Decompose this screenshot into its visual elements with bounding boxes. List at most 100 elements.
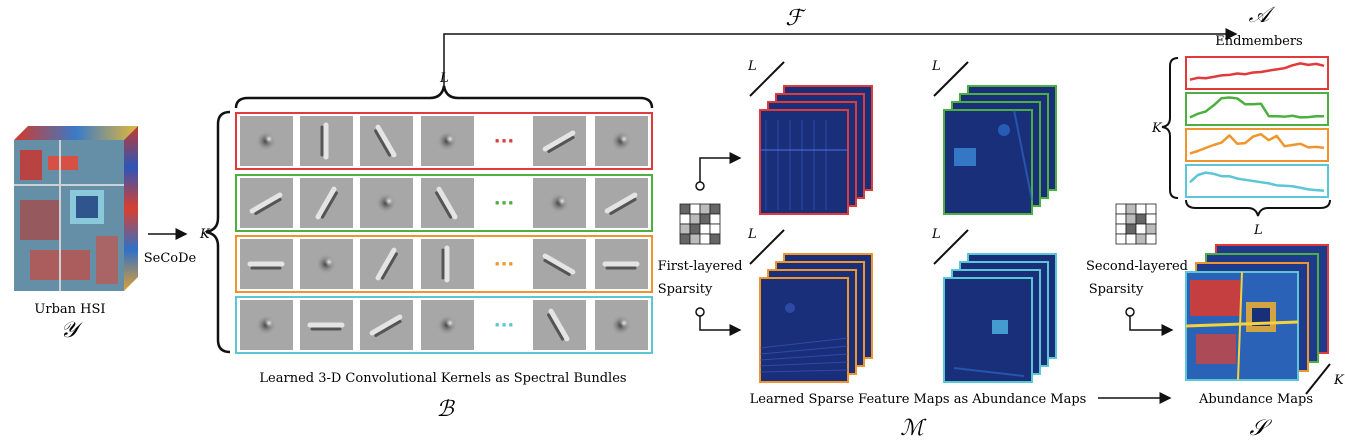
second-branch-arrow bbox=[1129, 316, 1174, 336]
kernel-cell bbox=[240, 178, 293, 228]
feature-map-stack: L bbox=[931, 227, 1057, 383]
branch-arrow-top bbox=[699, 152, 742, 182]
sparsity-cell bbox=[1135, 233, 1147, 245]
kernels-top-brace bbox=[234, 85, 654, 109]
sparsity-cell bbox=[699, 203, 711, 215]
sparsity-cell bbox=[699, 233, 711, 245]
sparsity-cell bbox=[709, 203, 721, 215]
endmember-curves bbox=[1185, 56, 1329, 198]
endmembers-L-label: L bbox=[1253, 223, 1263, 238]
sparsity-cell bbox=[1135, 223, 1147, 235]
kernel-row: ··· bbox=[235, 112, 653, 170]
sparsity-cell bbox=[1125, 203, 1137, 215]
kernel-cell bbox=[300, 116, 353, 166]
sparsity-cell bbox=[699, 223, 711, 235]
sparsity-cell bbox=[1125, 213, 1137, 225]
kernels-caption: Learned 3-D Convolutional Kernels as Spe… bbox=[259, 371, 626, 386]
kernel-cell bbox=[360, 116, 413, 166]
stack-depth-tick bbox=[749, 61, 785, 97]
kernels-symbol: ℬ bbox=[436, 397, 455, 422]
abundance-caption: Abundance Maps bbox=[1198, 392, 1313, 407]
kernel-cell bbox=[240, 300, 293, 350]
endmember-curve bbox=[1185, 56, 1329, 90]
sparsity-cell bbox=[1115, 223, 1127, 235]
sparsity-cell bbox=[1135, 203, 1147, 215]
second-sparsity-label-line2: Sparsity bbox=[1089, 282, 1144, 297]
stack-depth-tick bbox=[749, 229, 785, 265]
first-sparsity-label-line1: First-layered bbox=[658, 259, 743, 274]
sparsity-cell bbox=[1145, 223, 1157, 235]
sparsity-cell bbox=[1145, 203, 1157, 215]
kernel-cell bbox=[360, 300, 413, 350]
kernels-side-brace-label: K bbox=[199, 227, 211, 242]
kernel-cell bbox=[421, 300, 474, 350]
kernel-dots: ··· bbox=[494, 254, 515, 275]
kernel-cell bbox=[300, 300, 353, 350]
feature-map-stacks: L L L L bbox=[747, 59, 1057, 383]
secode-label: SeCoDe bbox=[144, 251, 197, 266]
second-branch-node bbox=[1125, 307, 1135, 317]
sparsity-cell bbox=[1125, 223, 1137, 235]
feature-map-stack: L bbox=[931, 59, 1057, 215]
abundance-map-stack bbox=[1185, 244, 1329, 381]
feature-map-stack: L bbox=[747, 227, 873, 383]
sparsity-cell bbox=[689, 223, 701, 235]
sparsity-cell bbox=[679, 233, 691, 245]
symbol-F: ℱ bbox=[785, 6, 806, 31]
endmembers-bottom-brace bbox=[1185, 199, 1331, 217]
kernel-row: ··· bbox=[235, 296, 653, 354]
abundance-map bbox=[1185, 271, 1299, 381]
kernel-cell bbox=[595, 178, 648, 228]
sparsity-cell bbox=[679, 213, 691, 225]
sparsity-cell bbox=[1145, 213, 1157, 225]
kernel-cell bbox=[533, 300, 586, 350]
sparsity-cell bbox=[1135, 213, 1147, 225]
stack-L-label: L bbox=[747, 59, 757, 74]
endmembers-K-label: K bbox=[1151, 121, 1163, 136]
sparsity-cell bbox=[679, 203, 691, 215]
sparsity-cell bbox=[1125, 233, 1137, 245]
feature-maps-symbol: ℳ bbox=[900, 416, 927, 441]
input-symbol: 𝒴 bbox=[60, 318, 83, 343]
kernel-row: ··· bbox=[235, 235, 653, 293]
branch-node-bottom bbox=[695, 307, 705, 317]
first-sparsity-label-line2: Sparsity bbox=[658, 282, 713, 297]
branch-node-top bbox=[695, 181, 705, 191]
stack-L-label: L bbox=[747, 227, 757, 242]
kernels-side-brace bbox=[205, 110, 231, 354]
endmembers-title: Endmembers bbox=[1215, 34, 1302, 49]
stack-depth-tick bbox=[933, 229, 969, 265]
stack-L-label: L bbox=[931, 59, 941, 74]
kernel-cell bbox=[595, 239, 648, 289]
kernel-cell bbox=[533, 239, 586, 289]
endmembers-symbol: 𝒜 bbox=[1249, 3, 1276, 28]
abundance-symbol: 𝒮 bbox=[1249, 416, 1272, 441]
kernel-cell bbox=[421, 239, 474, 289]
endmembers-side-brace bbox=[1161, 57, 1179, 199]
feature-maps-caption: Learned Sparse Feature Maps as Abundance… bbox=[750, 392, 1087, 407]
kernel-cell bbox=[300, 239, 353, 289]
kernel-cell bbox=[421, 116, 474, 166]
sparsity-cell bbox=[689, 213, 701, 225]
sparsity-cell bbox=[709, 223, 721, 235]
sparsity-cell bbox=[689, 203, 701, 215]
branch-arrow-bottom bbox=[699, 316, 742, 336]
kernel-cell bbox=[533, 178, 586, 228]
stack-L-label: L bbox=[931, 227, 941, 242]
sparsity-cell bbox=[699, 213, 711, 225]
sparsity-cell bbox=[1115, 213, 1127, 225]
sparsity-cell bbox=[1145, 233, 1157, 245]
kernel-cell bbox=[360, 239, 413, 289]
sparsity-cell bbox=[709, 233, 721, 245]
kernel-cell bbox=[595, 116, 648, 166]
endmember-curve bbox=[1185, 128, 1329, 162]
stack-depth-tick bbox=[933, 61, 969, 97]
kernel-cell bbox=[421, 178, 474, 228]
second-sparsity-label-line1: Second-layered bbox=[1086, 259, 1188, 274]
kernel-dots: ··· bbox=[494, 131, 515, 152]
kernel-dots: ··· bbox=[494, 315, 515, 336]
second-sparsity-grid bbox=[1115, 203, 1157, 245]
endmember-curve bbox=[1185, 92, 1329, 126]
input-caption: Urban HSI bbox=[34, 302, 105, 317]
